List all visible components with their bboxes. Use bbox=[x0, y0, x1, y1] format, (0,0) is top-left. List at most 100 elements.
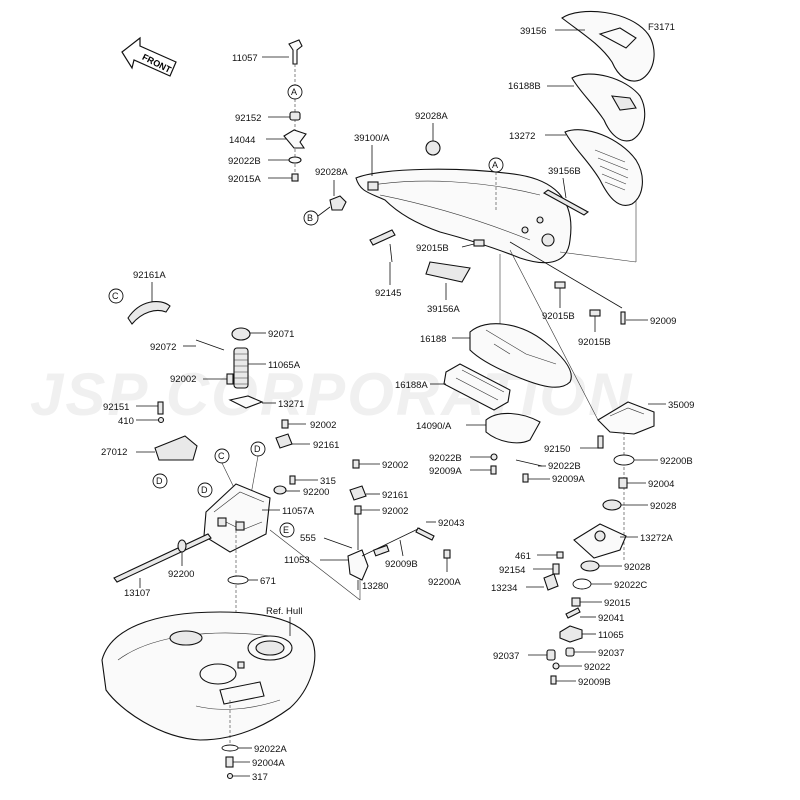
label-92015a: 92015A bbox=[228, 174, 261, 185]
label-92200a: 92200A bbox=[428, 577, 461, 588]
label-13280: 13280 bbox=[362, 581, 388, 592]
label-92200-a: 92200 bbox=[303, 487, 329, 498]
part-92015-shape bbox=[571, 597, 581, 607]
front-arrow-icon: FRONT bbox=[121, 36, 177, 77]
label-92154: 92154 bbox=[499, 565, 525, 576]
label-92161-a: 92161 bbox=[313, 440, 339, 451]
part-92015b-far-shape bbox=[589, 309, 601, 317]
part-92037-a-shape bbox=[546, 649, 556, 661]
part-92043-shape bbox=[415, 527, 435, 541]
label-13107: 13107 bbox=[124, 588, 150, 599]
label-410: 410 bbox=[118, 416, 134, 427]
label-13234: 13234 bbox=[491, 583, 517, 594]
svg-text:E: E bbox=[283, 525, 289, 535]
part-92022b-shape bbox=[288, 156, 302, 164]
cover-39100a-shape bbox=[355, 168, 572, 264]
label-461: 461 bbox=[515, 551, 531, 562]
lever-group: 92002 92161 92002 11053 555 92009B 92043… bbox=[284, 459, 464, 592]
label-92041: 92041 bbox=[598, 613, 624, 624]
label-92071: 92071 bbox=[268, 329, 294, 340]
part-92015b-mid-shape bbox=[473, 239, 485, 247]
part-92002-c-shape bbox=[352, 459, 360, 469]
part-14090a-shape bbox=[485, 412, 541, 444]
label-92002-a: 92002 bbox=[170, 374, 196, 385]
label-13271: 13271 bbox=[278, 399, 304, 410]
top-left-stack: A 11057 92152 14044 92022B 92015A bbox=[228, 39, 307, 185]
label-92009b-b: 92009B bbox=[578, 677, 611, 688]
part-317-shape bbox=[226, 772, 234, 780]
label-39100a: 39100/A bbox=[354, 133, 390, 144]
label-92200b: 92200B bbox=[660, 456, 693, 467]
label-11053: 11053 bbox=[284, 555, 310, 566]
part-14044-shape bbox=[283, 129, 307, 149]
part-39156b-shape bbox=[542, 189, 590, 216]
figure-code: F3171 bbox=[648, 22, 675, 33]
part-35009-shape bbox=[597, 401, 655, 435]
part-92009-shape bbox=[620, 311, 626, 325]
label-92028-a: 92028 bbox=[650, 501, 676, 512]
right-column-stack: 35009 92200B 92004 92028 13272A 92028 92… bbox=[491, 400, 694, 688]
cover-assembly: 92028A 39100/A 92028A B 92145 39156A 920… bbox=[303, 111, 676, 421]
part-16188b-shape bbox=[571, 73, 646, 142]
label-555: 555 bbox=[300, 533, 316, 544]
part-92161a-shape bbox=[127, 300, 171, 325]
svg-text:D: D bbox=[156, 476, 163, 486]
label-317: 317 bbox=[252, 772, 268, 783]
label-92037-b: 92037 bbox=[598, 648, 624, 659]
ref-hull-label: Ref. Hull bbox=[266, 606, 302, 617]
part-11065-shape bbox=[559, 625, 583, 643]
label-11065: 11065 bbox=[598, 630, 624, 641]
label-16188a: 16188A bbox=[395, 380, 428, 391]
label-92002-b: 92002 bbox=[310, 420, 336, 431]
label-16188b: 16188B bbox=[508, 81, 541, 92]
label-92009: 92009 bbox=[650, 316, 676, 327]
label-92037-a: 92037 bbox=[493, 651, 519, 662]
part-92028a-left-shape bbox=[329, 195, 347, 211]
part-11065a-spring-shape bbox=[233, 347, 249, 389]
svg-text:B: B bbox=[307, 213, 313, 223]
part-92022b-mid-shape bbox=[490, 453, 498, 461]
part-92004-shape bbox=[618, 477, 628, 489]
part-92161-b-shape bbox=[349, 485, 367, 501]
label-92022b: 92022B bbox=[228, 156, 261, 167]
part-13107-shape bbox=[113, 533, 212, 583]
label-92004a: 92004A bbox=[252, 758, 285, 769]
part-92145-shape bbox=[369, 229, 396, 246]
part-92200b-shape bbox=[613, 454, 635, 466]
label-92151: 92151 bbox=[103, 402, 129, 413]
part-92028a-top-shape bbox=[425, 140, 441, 156]
svg-text:C: C bbox=[218, 451, 225, 461]
label-27012: 27012 bbox=[101, 447, 127, 458]
label-92015: 92015 bbox=[604, 598, 630, 609]
callout-d-left bbox=[152, 473, 168, 489]
label-92022b-b: 92022B bbox=[548, 461, 581, 472]
part-13234-shape bbox=[543, 573, 559, 591]
part-92009b-b-shape bbox=[550, 675, 557, 685]
hull-reference: Ref. Hull 92022A 92004A 317 bbox=[101, 606, 316, 783]
part-16188-shape bbox=[469, 323, 572, 388]
part-92028-a-shape bbox=[602, 499, 622, 511]
svg-text:A: A bbox=[492, 160, 498, 170]
label-13272a: 13272A bbox=[640, 533, 673, 544]
label-92161-b: 92161 bbox=[382, 490, 408, 501]
part-92028-b-shape bbox=[580, 560, 600, 572]
left-column-parts: 92161A C 92071 92072 11065A 92002 13271 … bbox=[101, 270, 361, 700]
label-92009a-a: 92009A bbox=[429, 466, 462, 477]
label-92028a-b: 92028A bbox=[315, 167, 348, 178]
callout-d-housing bbox=[197, 482, 213, 498]
part-315-shape bbox=[289, 475, 296, 485]
part-92200a-shape bbox=[443, 549, 451, 559]
part-671-shape bbox=[227, 575, 249, 585]
part-92015a-shape bbox=[291, 173, 299, 182]
label-92161a: 92161A bbox=[133, 270, 166, 281]
part-92150-shape bbox=[597, 435, 604, 449]
svg-text:A: A bbox=[291, 87, 297, 97]
label-92043: 92043 bbox=[438, 518, 464, 529]
part-92009a-a-shape bbox=[490, 465, 497, 475]
label-92002-d: 92002 bbox=[382, 506, 408, 517]
part-92071-shape bbox=[231, 327, 251, 341]
part-92200-a-shape bbox=[273, 485, 287, 495]
callout-c-left bbox=[108, 288, 124, 304]
part-92004a-shape bbox=[225, 756, 234, 768]
